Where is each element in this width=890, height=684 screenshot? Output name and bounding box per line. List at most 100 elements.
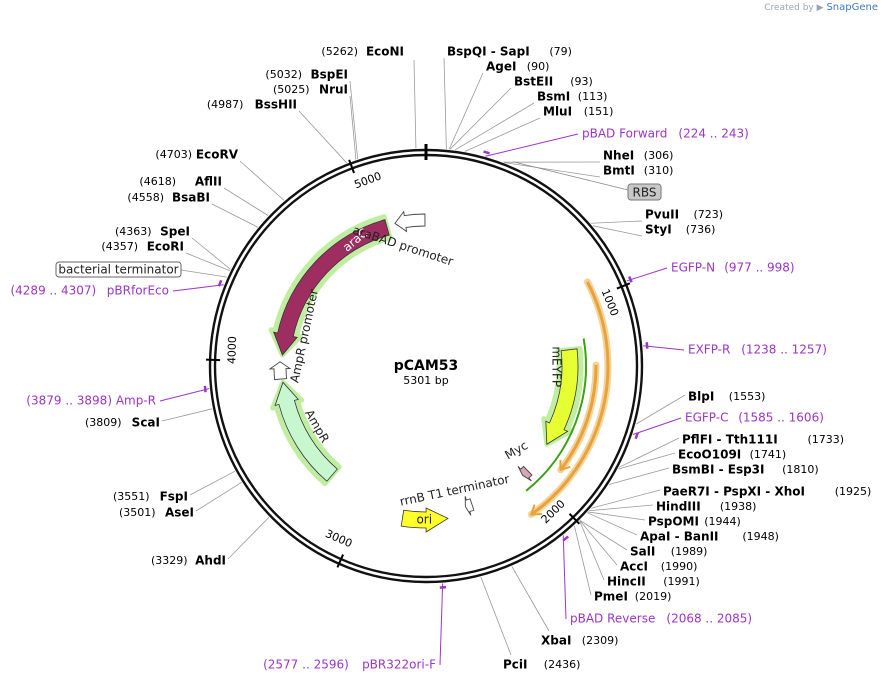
tick-label-4000: 4000 xyxy=(225,336,239,364)
site-bsmi[interactable]: BsmI(113) xyxy=(537,90,607,104)
site-leader xyxy=(504,162,601,178)
feature-arrow xyxy=(464,496,475,516)
site-pcii[interactable]: PciI(2436) xyxy=(503,658,580,672)
site-bspqi-sapi[interactable]: BspQI - SapI(79) xyxy=(447,45,572,59)
bacterial-terminator-box xyxy=(55,261,182,278)
primer-leader xyxy=(159,388,210,402)
site-paer7i-pspxi-xhoi[interactable]: PaeR7I - PspXI - XhoI(1925) xyxy=(663,485,871,499)
site-ahdi[interactable]: AhdI(3329) xyxy=(151,554,226,568)
feature-amprprom[interactable] xyxy=(268,361,292,381)
site-position: (4558) xyxy=(127,191,164,204)
site-xbai[interactable]: XbaI(2309) xyxy=(541,634,618,648)
site-blpi[interactable]: BlpI(1553) xyxy=(688,390,765,404)
primer-pbrforeco[interactable]: pBRforEco(4289 .. 4307) xyxy=(10,284,169,298)
site-name: BmtI xyxy=(603,164,635,178)
site-name: HincII xyxy=(607,575,646,589)
rbs-label: RBS xyxy=(633,186,657,200)
feature-meyfp[interactable] xyxy=(541,346,584,447)
site-aflii[interactable]: AflII(4618) xyxy=(139,175,222,189)
site-hindiii[interactable]: HindIII(1938) xyxy=(656,500,756,514)
site-spei[interactable]: SpeI(4363) xyxy=(115,225,190,239)
site-fspi[interactable]: FspI(3551) xyxy=(113,490,188,504)
site-position: (1553) xyxy=(729,390,766,403)
site-ecorv[interactable]: EcoRV(4703) xyxy=(155,148,238,162)
primer-amp-r[interactable]: Amp-R(3879 .. 3898) xyxy=(26,394,156,408)
site-agei[interactable]: AgeI(90) xyxy=(486,60,549,74)
site-position: (4618) xyxy=(139,175,176,188)
site-pmei[interactable]: PmeI(2019) xyxy=(594,590,671,604)
site-bsmbi-esp3i[interactable]: BsmBI - Esp3I(1810) xyxy=(672,463,819,477)
site-hincii[interactable]: HincII(1991) xyxy=(607,575,700,589)
primer-pbad-forward[interactable]: pBAD Forward(224 .. 243) xyxy=(582,127,749,141)
site-sali[interactable]: SalI(1989) xyxy=(630,545,707,559)
primer-range: (3879 .. 3898) xyxy=(26,394,112,408)
feature-rrnb[interactable] xyxy=(464,496,475,516)
site-pflfi-tth111i[interactable]: PflFI - Tth111I(1733) xyxy=(682,433,844,447)
site-ecori[interactable]: EcoRI(4357) xyxy=(101,240,184,254)
primer-mark xyxy=(483,150,490,155)
site-pspomi[interactable]: PspOMI(1944) xyxy=(648,515,741,529)
site-leader xyxy=(161,408,213,422)
site-acci[interactable]: AccI(1990) xyxy=(620,560,697,574)
primer-pbad-reverse[interactable]: pBAD Reverse(2068 .. 2085) xyxy=(570,612,752,626)
site-leader xyxy=(579,520,628,551)
site-position: (3809) xyxy=(85,416,122,429)
site-name: BstEII xyxy=(514,75,553,89)
primer-exfp-r[interactable]: EXFP-R(1238 .. 1257) xyxy=(688,343,827,357)
site-scai[interactable]: ScaI(3809) xyxy=(85,416,160,430)
feature-arabad[interactable] xyxy=(394,210,426,233)
site-bspei[interactable]: BspEI(5032) xyxy=(265,68,348,82)
site-leader xyxy=(239,160,285,201)
primer-name: EGFP-C xyxy=(685,411,728,425)
site-name: HindIII xyxy=(656,500,701,514)
feature-myc[interactable] xyxy=(517,465,533,482)
feature-label-meyfp: mEYFP xyxy=(549,346,563,387)
rbs-box xyxy=(627,183,662,201)
site-bmti[interactable]: BmtI(310) xyxy=(603,164,673,178)
site-position: (306) xyxy=(644,149,674,162)
site-bsshii[interactable]: BssHII(4987) xyxy=(207,98,297,112)
site-pvuii[interactable]: PvuII(723) xyxy=(645,208,723,222)
site-name: AgeI xyxy=(486,60,516,74)
bacterial-terminator-label[interactable]: bacterial terminator xyxy=(55,261,182,278)
site-position: (3329) xyxy=(151,554,188,567)
primer-leader xyxy=(172,284,224,292)
site-styi[interactable]: StyI(736) xyxy=(645,223,715,237)
site-asei[interactable]: AseI(3501) xyxy=(119,506,194,520)
site-position: (93) xyxy=(570,75,593,88)
primer-name: pBRforEco xyxy=(107,284,169,298)
site-bsteii[interactable]: BstEII (93) xyxy=(514,75,593,89)
site-name: BsmI xyxy=(537,90,570,104)
primer-mark xyxy=(645,342,649,349)
primer-mark xyxy=(217,279,223,287)
rbs-leader xyxy=(512,161,629,191)
site-bsabi[interactable]: BsaBI(4558) xyxy=(127,191,210,205)
site-ecoo109i[interactable]: EcoO109I(1741) xyxy=(678,448,786,462)
site-leader xyxy=(443,57,447,149)
site-mlui[interactable]: MluI(151) xyxy=(543,105,613,119)
site-position: (1948) xyxy=(742,530,779,543)
feature-arac[interactable] xyxy=(268,214,393,358)
site-position: (3551) xyxy=(113,490,150,503)
site-econi[interactable]: EcoNI(5262) xyxy=(321,45,404,59)
site-leader xyxy=(454,102,535,151)
orf-inner-orange xyxy=(559,364,598,471)
site-name: SalI xyxy=(630,545,655,559)
primer-egfp-c[interactable]: EGFP-C(1585 .. 1606) xyxy=(685,411,824,425)
feature-ampr[interactable] xyxy=(270,379,342,486)
site-leader xyxy=(618,437,680,468)
feature-ori[interactable] xyxy=(400,507,449,533)
primer-pbr322ori-f[interactable]: pBR322ori-F(2577 .. 2596) xyxy=(263,658,436,672)
orf-green xyxy=(525,338,587,492)
primer-mark xyxy=(634,432,639,440)
site-nrui[interactable]: NruI(5025) xyxy=(273,83,348,97)
site-labels: EcoNI(5262) BspEI(5032)NruI(5025)BssHII(4… xyxy=(10,45,871,672)
site-name: AseI xyxy=(165,506,194,520)
primer-egfp-n[interactable]: EGFP-N(977 .. 998) xyxy=(671,261,795,275)
site-leader xyxy=(590,220,643,224)
rbs-annotation[interactable]: RBS xyxy=(627,183,662,201)
site-apai-banii[interactable]: ApaI - BanII(1948) xyxy=(640,530,779,544)
site-name: NheI xyxy=(603,149,634,163)
site-nhei[interactable]: NheI (306) xyxy=(603,149,673,163)
